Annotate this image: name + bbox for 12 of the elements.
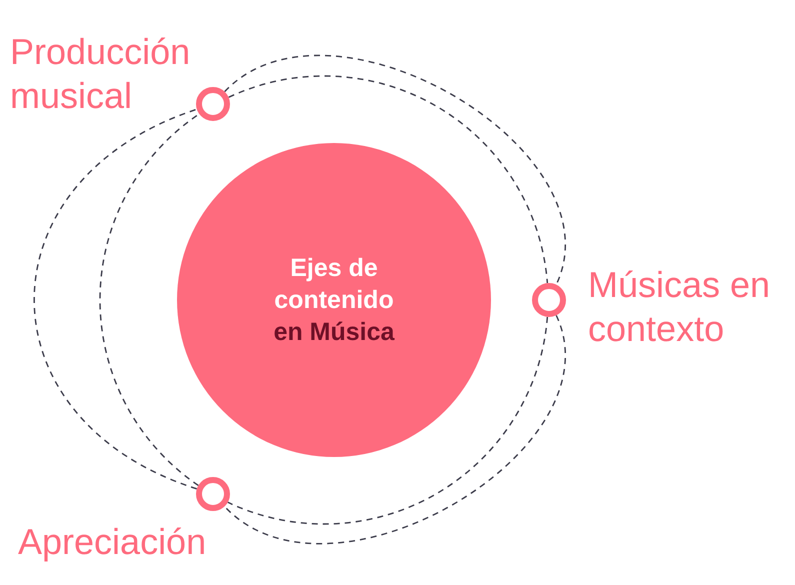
dashed-orbit-line <box>99 113 200 486</box>
topic-label: Músicas en contexto <box>588 263 772 351</box>
dashed-orbit-line <box>34 108 198 490</box>
dashed-orbit-line <box>224 55 566 285</box>
ring-marker <box>532 283 566 317</box>
topic-label: Apreciación <box>18 520 208 564</box>
ring-marker <box>196 477 230 511</box>
ring-marker <box>196 87 230 121</box>
topic-label: Producción musical <box>10 30 192 118</box>
circle-title: en Música <box>272 317 396 348</box>
dashed-orbit-line <box>228 76 548 284</box>
circle-title: Ejes de contenido <box>273 253 395 316</box>
